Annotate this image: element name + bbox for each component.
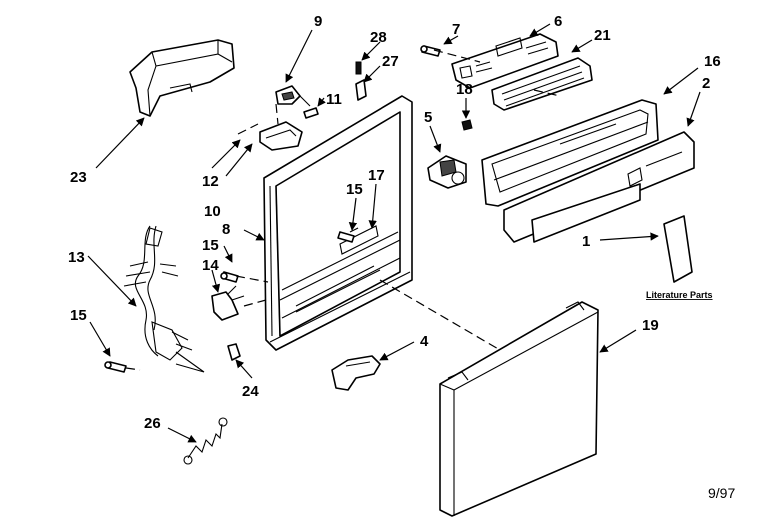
part-15-screw-middle — [220, 271, 239, 283]
literature-booklet — [663, 215, 693, 283]
part-1-trim — [531, 183, 641, 243]
part-17-strip — [339, 225, 379, 255]
callout-26: 26 — [144, 415, 161, 432]
literature-parts-label: Literature Parts — [646, 290, 713, 300]
part-5-actuator — [427, 155, 467, 189]
callout-6: 6 — [554, 13, 562, 30]
part-11-screw — [303, 107, 319, 119]
part-7-screw — [420, 45, 441, 57]
part-26-spring — [183, 417, 228, 465]
part-6-control-board — [451, 33, 559, 89]
part-19-outer-door — [439, 301, 599, 517]
part-24-clip — [227, 343, 241, 361]
date-code: 9/97 — [708, 485, 735, 501]
callout-27: 27 — [382, 53, 399, 70]
part-27-clip — [355, 79, 367, 101]
callout-23: 23 — [70, 169, 87, 186]
callout-11: 11 — [326, 91, 342, 108]
part-15-screw-left — [104, 361, 127, 373]
callout-21: 21 — [594, 27, 611, 44]
callout-15-middle: 15 — [202, 237, 219, 254]
callout-18: 18 — [456, 81, 473, 98]
callout-5: 5 — [424, 109, 432, 126]
part-13-wire-harness — [123, 225, 205, 373]
callout-16: 16 — [704, 53, 721, 70]
part-8-inner-door — [263, 95, 413, 351]
part-21-keypad — [491, 57, 593, 111]
part-9-latch — [275, 85, 311, 107]
callout-17: 17 — [368, 167, 385, 184]
part-10-bracket — [259, 121, 303, 151]
callout-7: 7 — [452, 21, 460, 38]
callout-14: 14 — [202, 257, 219, 274]
callout-15-left: 15 — [70, 307, 87, 324]
callout-19: 19 — [642, 317, 659, 334]
callout-10: 10 — [204, 203, 221, 220]
callout-28: 28 — [370, 29, 387, 46]
part-23-cover — [129, 39, 235, 117]
leader-lines — [87, 23, 701, 443]
callout-8: 8 — [222, 221, 230, 238]
callout-24: 24 — [242, 383, 259, 400]
part-14-switch — [211, 285, 245, 321]
part-15-screw-frame — [337, 231, 355, 243]
callout-labels: 23 9 28 27 11 12 10 8 15 14 13 15 24 26 … — [68, 13, 735, 501]
callout-15-frame: 15 — [346, 181, 363, 198]
callout-9: 9 — [314, 13, 322, 30]
callout-1: 1 — [582, 233, 590, 250]
callout-4: 4 — [420, 333, 429, 350]
part-16-console — [481, 99, 659, 207]
callout-2: 2 — [702, 75, 710, 92]
part-18-knob — [461, 119, 473, 131]
part-4-hinge — [331, 355, 381, 391]
callout-13: 13 — [68, 249, 85, 266]
callout-12: 12 — [202, 173, 219, 190]
part-28-fastener — [355, 61, 362, 75]
